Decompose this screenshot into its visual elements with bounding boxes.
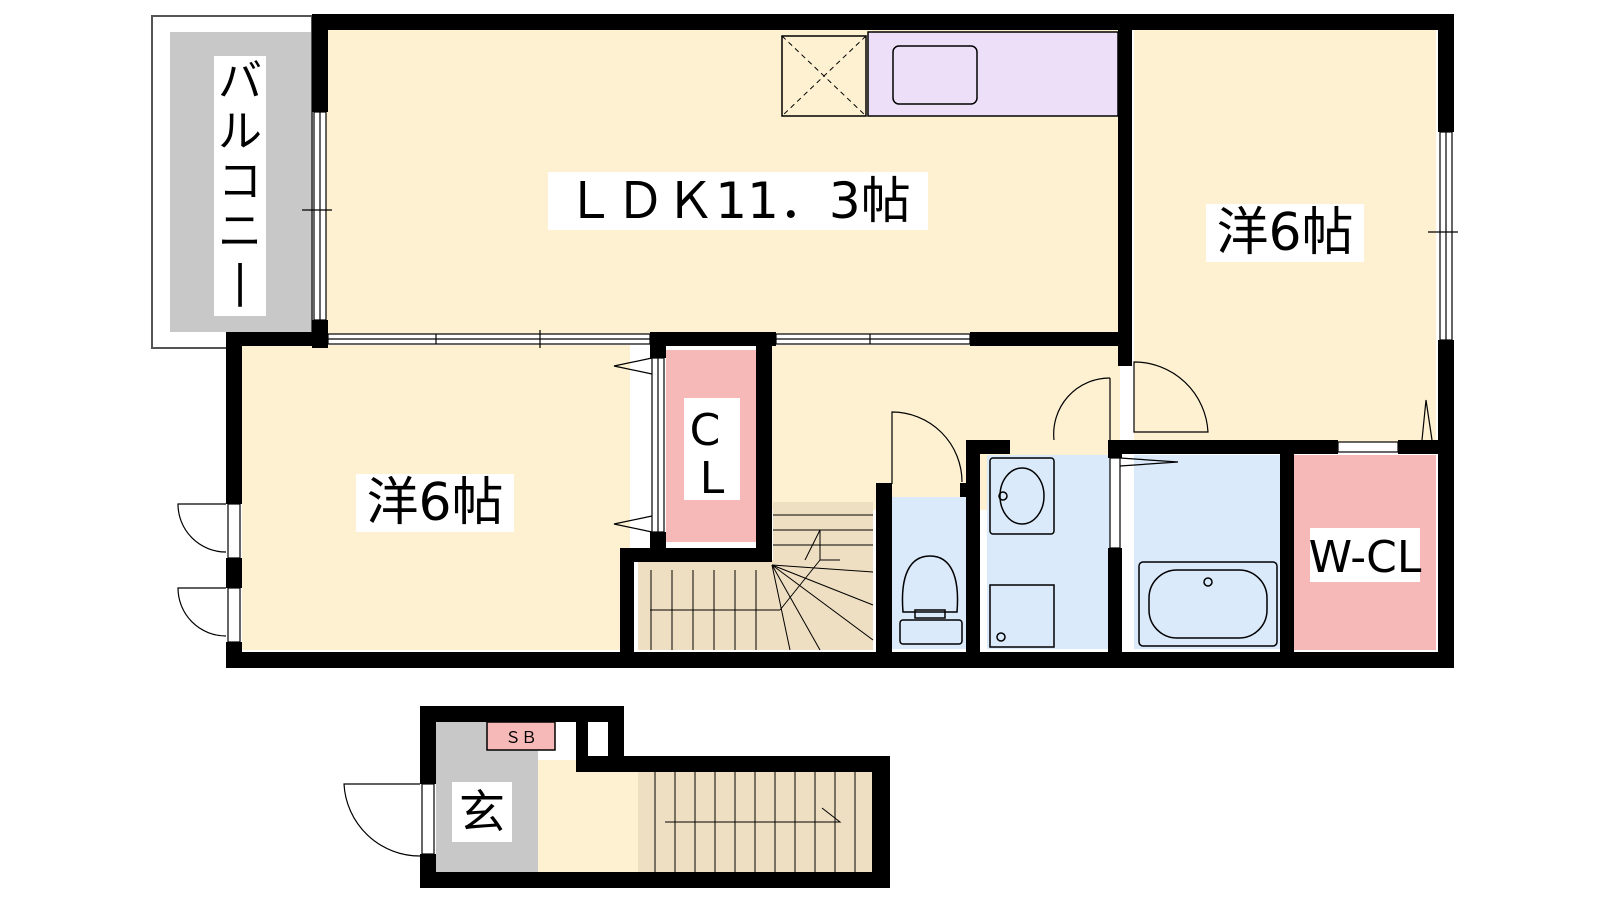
kitchen-sink <box>892 45 978 105</box>
kitchen <box>781 31 1119 117</box>
room-labels: ＬＤＫ11．3帖 洋6帖 洋6帖 C L W-CL バルコニ| 玄 ＳＢ <box>214 56 1422 842</box>
upper-stairs <box>650 514 874 651</box>
walls <box>226 14 1454 888</box>
windows <box>227 111 1458 855</box>
door-swings <box>177 357 1433 857</box>
stairs-floor-upper <box>773 502 873 560</box>
fixtures <box>899 457 1278 648</box>
balcony-label-char: | <box>233 256 248 307</box>
shoe-box <box>486 721 556 751</box>
western-room-right-label: 洋6帖 <box>1216 203 1353 263</box>
washing-machine-space <box>989 584 1055 648</box>
balcony-label-char: バ <box>218 56 262 107</box>
ldk-label: ＬＤＫ11．3帖 <box>565 172 910 230</box>
balcony-label-char: ル <box>218 106 262 157</box>
toilet-tank <box>899 619 963 645</box>
washroom-floor <box>987 455 1119 649</box>
bathroom-floor <box>1134 455 1282 649</box>
western-room-left-label: 洋6帖 <box>366 473 503 533</box>
toilet-floor <box>892 497 968 649</box>
bathtub <box>1138 561 1278 647</box>
toilet-bowl <box>901 555 959 613</box>
balcony-label-char: ニ <box>218 206 262 257</box>
closet-label: C L <box>690 405 735 504</box>
shoe-box-label: ＳＢ <box>505 728 537 747</box>
walk-in-closet-label: W-CL <box>1309 532 1422 583</box>
lower-hall-floor <box>538 760 638 872</box>
entrance-label: 玄 <box>459 785 505 839</box>
balcony-label-char: コ <box>218 156 262 207</box>
balcony-label: バルコニ| <box>218 56 262 307</box>
lower-floor <box>436 721 872 872</box>
upper-floor <box>151 15 1436 650</box>
wash-basin <box>989 457 1055 535</box>
